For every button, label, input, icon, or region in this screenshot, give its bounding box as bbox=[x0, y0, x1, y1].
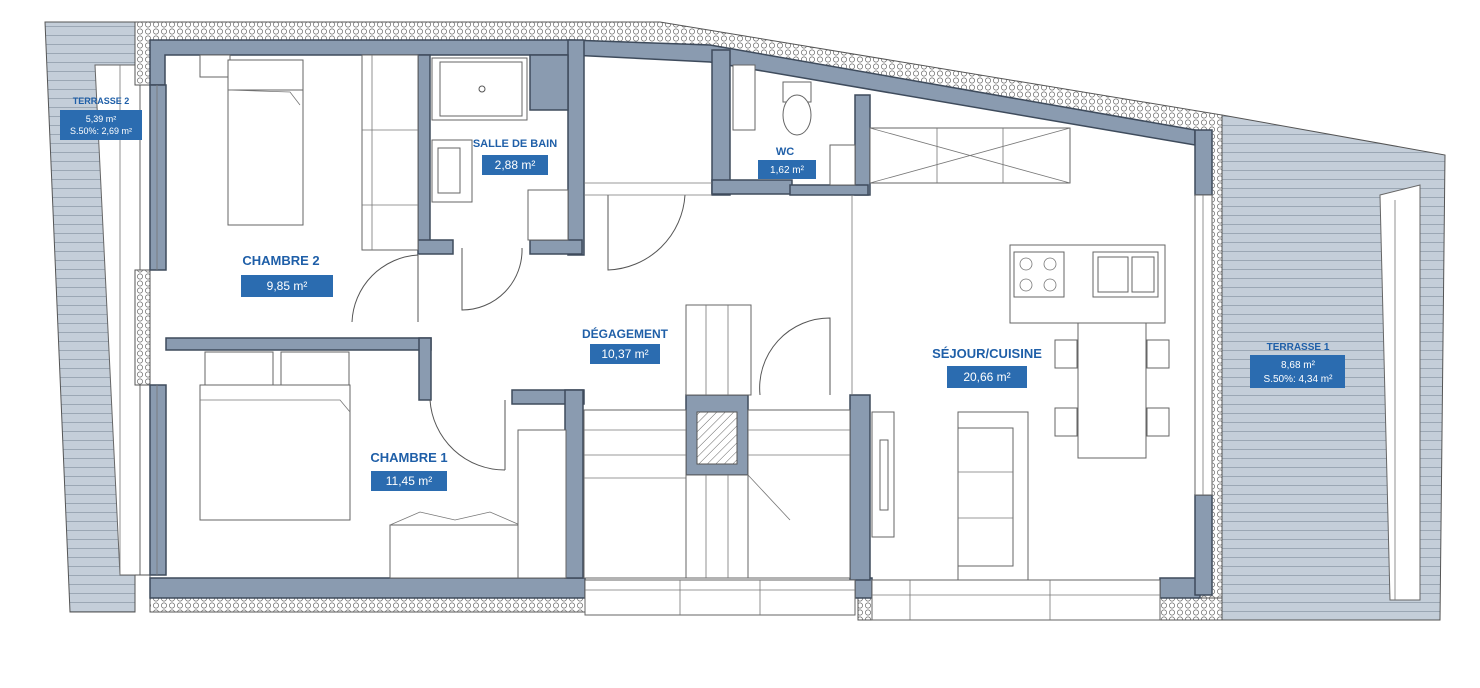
terrasse-2-area: 5,39 m² bbox=[86, 114, 117, 124]
walls bbox=[149, 39, 1213, 599]
terrasse-1-s50: S.50%: 4,34 m² bbox=[1264, 374, 1334, 385]
chambre-1-name: CHAMBRE 1 bbox=[370, 450, 447, 465]
room-wc: WC 1,62 m² bbox=[758, 146, 816, 179]
wc-area: 1,62 m² bbox=[770, 165, 805, 176]
salle-de-bain-area: 2,88 m² bbox=[495, 158, 536, 172]
chambre-1-area: 11,45 m² bbox=[386, 474, 432, 488]
furniture bbox=[156, 54, 1213, 621]
chambre-2-area: 9,85 m² bbox=[267, 279, 308, 293]
room-degagement: DÉGAGEMENT 10,37 m² bbox=[582, 326, 669, 364]
chambre-2-name: CHAMBRE 2 bbox=[242, 253, 319, 268]
doors bbox=[351, 182, 853, 471]
room-sejour-cuisine: SÉJOUR/CUISINE 20,66 m² bbox=[932, 346, 1042, 388]
degagement-name: DÉGAGEMENT bbox=[582, 326, 669, 341]
terrasse-2-area bbox=[44, 21, 141, 613]
sejour-area: 20,66 m² bbox=[963, 370, 1010, 384]
terrasse-2-name: TERRASSE 2 bbox=[73, 96, 130, 106]
wc-name: WC bbox=[776, 146, 794, 158]
room-salle-de-bain: SALLE DE BAIN 2,88 m² bbox=[473, 138, 557, 175]
terrasse-1-area: 8,68 m² bbox=[1281, 360, 1316, 371]
room-terrasse-1: TERRASSE 1 8,68 m² S.50%: 4,34 m² bbox=[1250, 342, 1345, 388]
degagement-area: 10,37 m² bbox=[601, 347, 648, 361]
terrasse-2-s50: S.50%: 2,69 m² bbox=[70, 126, 132, 136]
salle-de-bain-name: SALLE DE BAIN bbox=[473, 138, 557, 150]
terrasse-1-name: TERRASSE 1 bbox=[1267, 342, 1330, 353]
room-chambre-1: CHAMBRE 1 11,45 m² bbox=[370, 450, 448, 491]
sejour-name: SÉJOUR/CUISINE bbox=[932, 346, 1042, 361]
room-chambre-2: CHAMBRE 2 9,85 m² bbox=[241, 253, 333, 297]
room-terrasse-2: TERRASSE 2 5,39 m² S.50%: 2,69 m² bbox=[60, 96, 142, 140]
